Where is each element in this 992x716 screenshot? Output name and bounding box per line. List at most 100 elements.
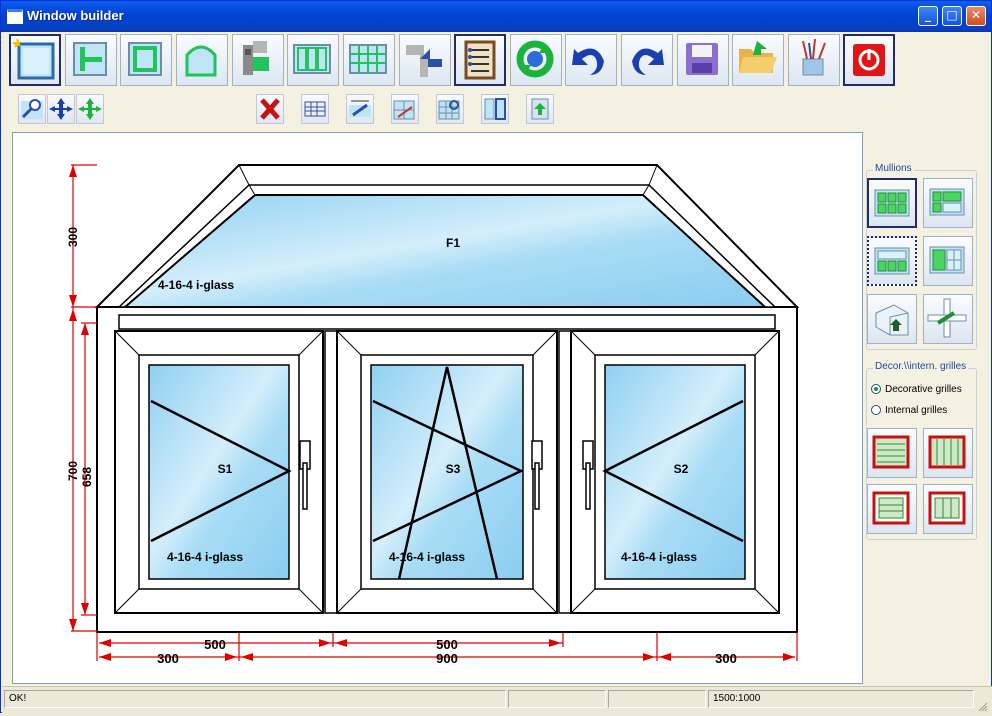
- add-mullion-button[interactable]: [65, 34, 117, 86]
- grille-horizontal-button[interactable]: [867, 428, 917, 478]
- mullion-grid-alt-icon: [929, 188, 965, 216]
- radio-selected-icon: [871, 384, 881, 394]
- new-window-icon: [12, 38, 55, 80]
- save-button[interactable]: [677, 34, 729, 86]
- zoom-button[interactable]: [18, 94, 46, 124]
- dim-bottom-300-right: 300: [715, 651, 737, 666]
- grille-frame-v-button[interactable]: [923, 484, 973, 534]
- mirror-icon: [484, 98, 506, 120]
- dimension-button[interactable]: [346, 94, 374, 124]
- grille-horizontal-icon: [872, 435, 910, 469]
- status-scale: 1500:1000: [708, 690, 974, 708]
- undo-icon: [572, 48, 604, 75]
- save-icon: [686, 43, 718, 75]
- mullion-top-split-button[interactable]: [867, 236, 917, 286]
- title-bar[interactable]: Window builder _ □ ✕: [1, 1, 991, 32]
- add-sash-button[interactable]: [120, 34, 172, 86]
- grille-frame-v-icon: [928, 491, 966, 525]
- dim-bottom-500-left: 500: [204, 637, 226, 652]
- grille-vertical-button[interactable]: [923, 428, 973, 478]
- sash-s1[interactable]: [114, 330, 324, 614]
- sash-s1-glass-label: 4-16-4 i-glass: [167, 550, 243, 564]
- pan-button[interactable]: [76, 94, 104, 124]
- horizontal-dimensions: [96, 632, 798, 661]
- refresh-button[interactable]: [510, 34, 562, 86]
- sash-s2-glass-label: 4-16-4 i-glass: [621, 550, 697, 564]
- mullion-grid-icon: [874, 189, 910, 217]
- sash-s1-label: S1: [218, 462, 233, 476]
- mirror-button[interactable]: [481, 94, 509, 124]
- redo-button[interactable]: [621, 34, 673, 86]
- grille-frame-h-button[interactable]: [867, 484, 917, 534]
- transom-bar: [118, 314, 776, 330]
- grille-frame-h-icon: [872, 491, 910, 525]
- triple-pane-button[interactable]: [287, 34, 339, 86]
- mullion-side-split-button[interactable]: [923, 236, 973, 286]
- close-button[interactable]: ✕: [966, 6, 986, 26]
- mullion-top-split-icon: [874, 247, 910, 275]
- mullion-cross-button[interactable]: [923, 294, 973, 344]
- dim-bottom-900: 900: [436, 651, 458, 666]
- undo-button[interactable]: [565, 34, 617, 86]
- grilles-title: Decor.\\intern. grilles: [873, 361, 969, 372]
- mullion-grid-2x3-button[interactable]: [867, 178, 917, 228]
- export-button[interactable]: [526, 94, 554, 124]
- move-icon: [49, 98, 73, 120]
- dim-top-height: 300: [66, 227, 80, 247]
- mullion-profile-button[interactable]: [867, 294, 917, 344]
- split-icon: [406, 45, 442, 77]
- sash-s2[interactable]: [570, 330, 780, 614]
- zoom-icon: [21, 99, 43, 119]
- table-icon: [304, 101, 326, 117]
- profile-button[interactable]: [232, 34, 284, 86]
- new-window-button[interactable]: [9, 34, 61, 86]
- dim-bottom-500-right: 500: [436, 637, 458, 652]
- table-button[interactable]: [301, 94, 329, 124]
- split-button[interactable]: [399, 34, 451, 86]
- checklist-icon: [464, 40, 496, 80]
- status-cell-empty-2: [608, 690, 706, 708]
- decorative-grilles-label: Decorative grilles: [885, 384, 962, 395]
- arch-window-button[interactable]: [176, 34, 228, 86]
- decorative-grilles-radio[interactable]: Decorative grilles: [871, 384, 962, 395]
- maximize-button[interactable]: □: [942, 6, 962, 26]
- checklist-button[interactable]: [454, 34, 506, 86]
- top-panel-label: F1: [446, 236, 460, 250]
- grid-zoom-button[interactable]: [436, 94, 464, 124]
- power-icon: [853, 44, 885, 76]
- grilles-group: Decor.\\intern. grilles: [866, 361, 977, 540]
- move-button[interactable]: [47, 94, 75, 124]
- internal-grilles-radio[interactable]: Internal grilles: [871, 405, 947, 416]
- open-folder-button[interactable]: [732, 34, 784, 86]
- export-icon: [531, 98, 549, 120]
- glass-zoom-icon: [393, 100, 415, 120]
- open-folder-icon: [739, 41, 777, 73]
- glass-zoom-button[interactable]: [391, 94, 419, 124]
- sash-s3-label: S3: [446, 462, 461, 476]
- mullions-title: Mullions: [873, 163, 914, 174]
- refresh-icon: [516, 40, 554, 78]
- main-toolbar: [2, 32, 992, 90]
- power-button[interactable]: [843, 34, 895, 86]
- profile-icon: [243, 41, 269, 75]
- sash-s3[interactable]: [336, 330, 558, 614]
- tools-button[interactable]: [788, 34, 840, 86]
- status-message: OK!: [4, 690, 506, 708]
- delete-icon: [260, 98, 280, 120]
- delete-button[interactable]: [256, 94, 284, 124]
- resize-grip-icon[interactable]: [978, 697, 988, 712]
- mullion-side-split-icon: [929, 246, 965, 274]
- sash-s3-glass-label: 4-16-4 i-glass: [389, 550, 465, 564]
- mullion-grid-2x2-button[interactable]: [923, 178, 973, 228]
- dimension-icon: [349, 100, 371, 117]
- side-panel: Mullions Decor.\\intern. grilles Decorat…: [862, 132, 991, 682]
- pan-icon: [78, 98, 102, 120]
- tools-icon: [802, 38, 826, 76]
- mullions-group: Mullions: [866, 163, 977, 350]
- minimize-button[interactable]: _: [918, 6, 938, 26]
- internal-grilles-label: Internal grilles: [885, 405, 948, 416]
- grid-pane-button[interactable]: [343, 34, 395, 86]
- grid-zoom-icon: [438, 100, 460, 120]
- drawing-canvas[interactable]: F1 4-16-4 i-glass S1 4-16-4 i-glass: [12, 132, 863, 684]
- add-sash-icon: [128, 42, 162, 76]
